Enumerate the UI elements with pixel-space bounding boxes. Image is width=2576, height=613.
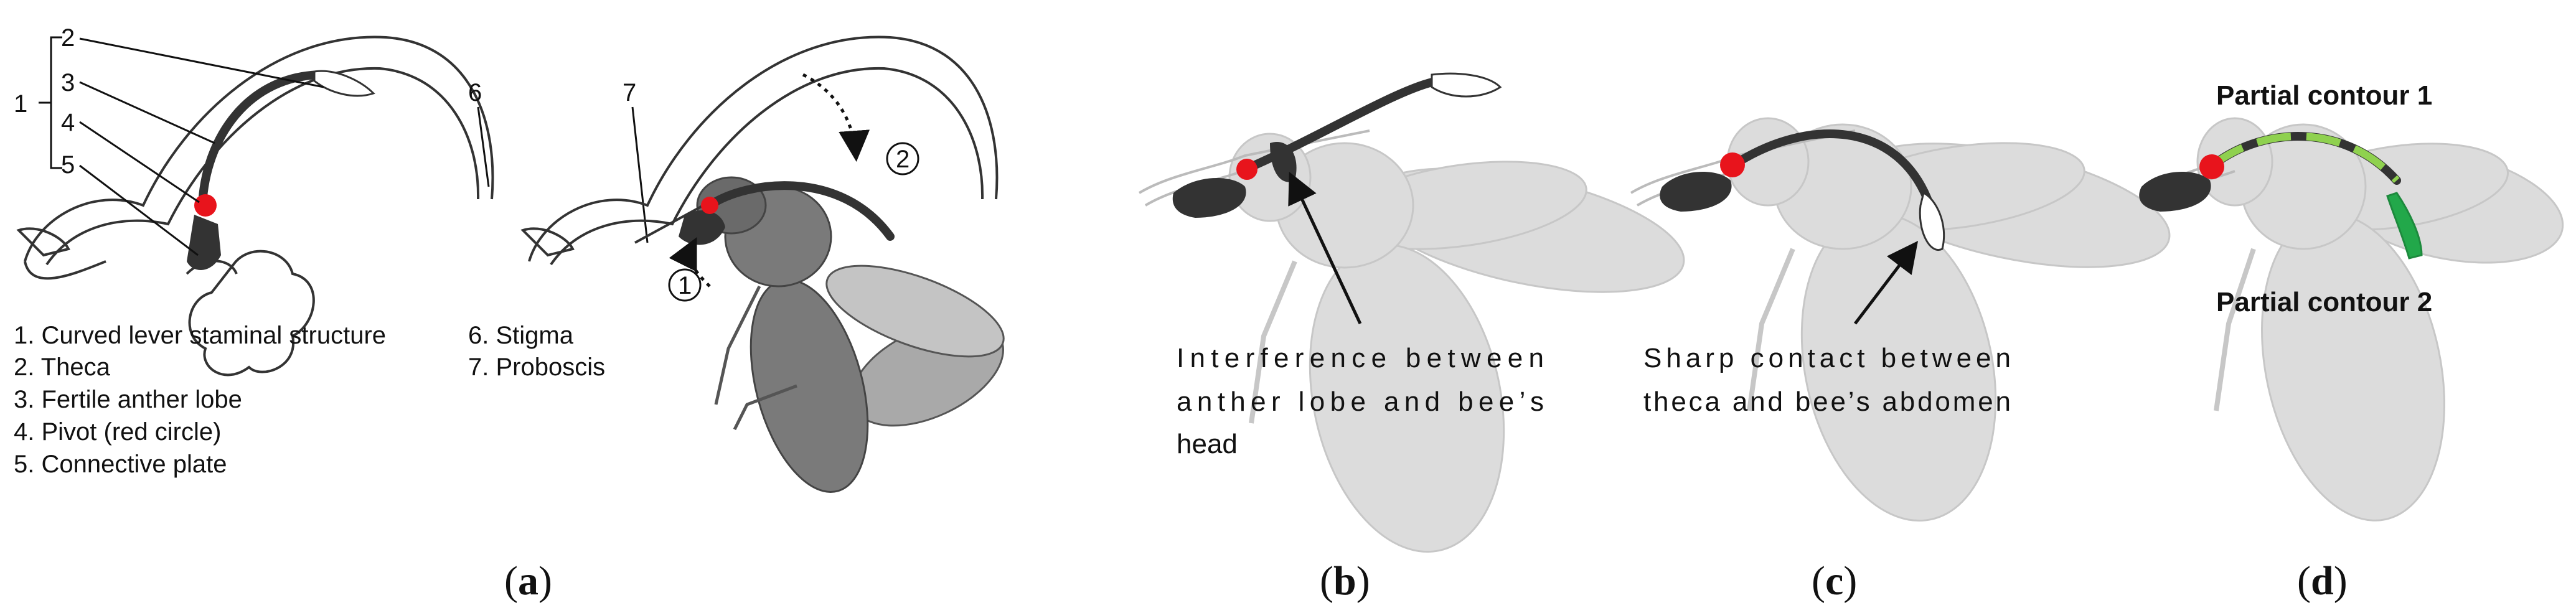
panel-d-caption: (d) (2297, 558, 2348, 604)
flower-diagram-right (520, 35, 999, 266)
connective-plate-c (1660, 172, 1732, 212)
stamen-lever-right (705, 181, 895, 241)
panel-d: Partial contour 1 Partial contour 2 (d) (2139, 80, 2564, 604)
contact-note-line-2: theca and bee’s abdomen (1643, 386, 2011, 417)
pivot-circle-right (701, 197, 718, 214)
legend-left: 1. Curved lever staminal structure 2. Th… (14, 322, 386, 478)
bee-path-arrow-1 (669, 237, 711, 288)
panel-c: Sharp contact between theca and bee’s ab… (1630, 117, 2171, 604)
callout-number-3: 3 (61, 69, 75, 96)
legend-right: 6. Stigma 7. Proboscis (468, 322, 605, 381)
legend-item-7: 7. Proboscis (468, 353, 605, 381)
step-marker-2: 2 (896, 146, 910, 173)
callout-number-6: 6 (468, 79, 482, 106)
interference-note-line-2: anther lobe and bee’s (1177, 386, 1544, 417)
partial-contour-1-label: Partial contour 1 (2216, 80, 2432, 111)
theca-b (1431, 72, 1502, 98)
connective-plate-d (2139, 172, 2211, 212)
legend-item-3: 3. Fertile anther lobe (14, 386, 242, 413)
theca-c (1919, 191, 1945, 251)
contact-note: Sharp contact between theca and bee’s ab… (1643, 343, 2011, 417)
callout-number-7: 7 (623, 79, 636, 106)
partial-contour-1-line (2211, 133, 2400, 183)
step-marker-2-circle (886, 142, 919, 175)
connective-plate-b (1172, 178, 1246, 218)
callout-number-4: 4 (61, 109, 75, 136)
legend-item-2: 2. Theca (14, 353, 111, 381)
callout-number-2: 2 (61, 24, 75, 52)
legend-item-5: 5. Connective plate (14, 451, 227, 478)
interference-note-line-3: head (1177, 429, 1238, 459)
pivot-circle-b (1236, 159, 1257, 180)
legend-item-1: 1. Curved lever staminal structure (14, 322, 386, 349)
panel-a: 1 2 3 4 5 6 7 (14, 24, 1005, 604)
pivot-circle-left (194, 194, 217, 217)
pivot-circle-d (2199, 154, 2224, 179)
step-marker-1: 1 (678, 272, 692, 299)
theca-left (313, 70, 375, 97)
bee-faded-c (1726, 117, 2171, 522)
panel-b-caption: (b) (1320, 558, 1370, 604)
step-marker-1-circle (668, 268, 702, 302)
contact-note-line-1: Sharp contact between (1643, 343, 2011, 373)
bee-path-arrow-2 (802, 73, 870, 162)
bee-faded-d (2196, 117, 2564, 522)
connective-plate-right (679, 210, 725, 245)
legend-item-4: 4. Pivot (red circle) (14, 418, 221, 446)
callout-number-1: 1 (14, 90, 27, 118)
connective-plate-left (187, 215, 221, 270)
interference-arrow (1288, 171, 1362, 325)
panel-b: Interference between anther lobe and bee… (1138, 72, 1685, 604)
interference-note-line-1: Interference between (1177, 343, 1544, 373)
stamen-lever-left (198, 70, 328, 210)
pivot-circle-c (1720, 152, 1745, 177)
panel-c-caption: (c) (1812, 558, 1857, 604)
stamen-lever-c (1729, 129, 1934, 210)
callout-number-5: 5 (61, 151, 75, 179)
legend-item-6: 6. Stigma (468, 322, 574, 349)
partial-contour-2-label: Partial contour 2 (2216, 287, 2432, 317)
partial-contour-2-line (2386, 192, 2423, 260)
contact-arrow (1854, 241, 1919, 325)
callout-bracket (39, 36, 62, 169)
panel-a-caption: (a) (504, 558, 552, 604)
